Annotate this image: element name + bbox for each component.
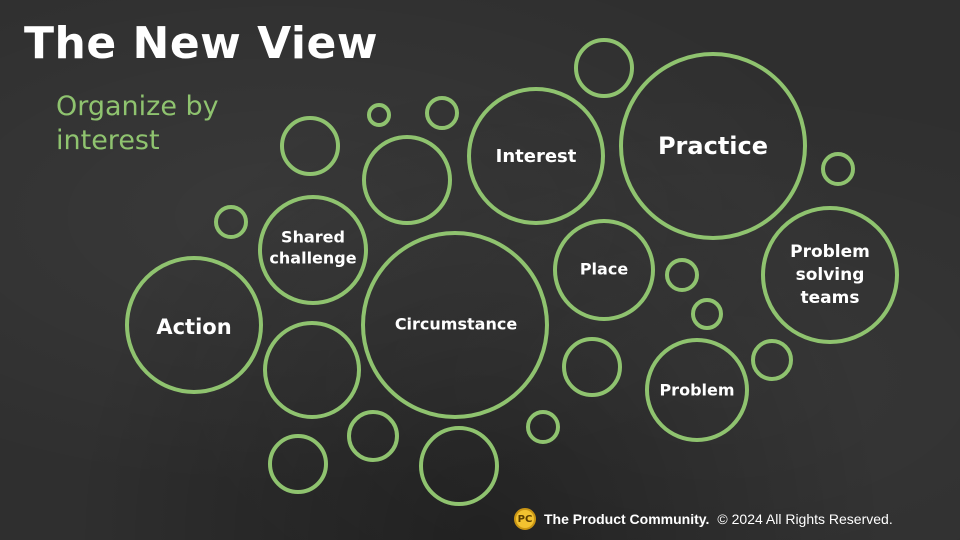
empty-circle <box>751 339 793 381</box>
action-bubble <box>125 256 263 394</box>
slide-title: The New View <box>24 18 378 69</box>
empty-circle <box>691 298 723 330</box>
interest-label: Interest <box>496 146 577 167</box>
problem-bubble <box>645 338 749 442</box>
empty-circle <box>263 321 361 419</box>
problem-solving-label-line1: Problem <box>790 242 870 262</box>
practice-label: Practice <box>658 132 768 160</box>
problem-solving-teams-bubble <box>761 206 899 344</box>
interest-bubble <box>467 87 605 225</box>
footer: PC The Product Community. © 2024 All Rig… <box>514 507 893 531</box>
empty-circle <box>821 152 855 186</box>
shared-challenge-label-line2: challenge <box>269 249 356 268</box>
empty-circle <box>665 258 699 292</box>
footer-brand: The Product Community. <box>544 511 710 527</box>
empty-circle <box>214 205 248 239</box>
place-label: Place <box>580 260 628 279</box>
empty-circle <box>562 337 622 397</box>
empty-circle <box>280 116 340 176</box>
place-bubble <box>553 219 655 321</box>
slide-subtitle: Organize by interest <box>56 91 219 156</box>
problem-solving-label-line3: teams <box>801 288 860 308</box>
circumstance-label: Circumstance <box>395 315 518 334</box>
problem-label: Problem <box>659 381 734 400</box>
footer-rights: © 2024 All Rights Reserved. <box>717 511 893 527</box>
product-community-logo-icon: PC <box>514 508 536 530</box>
circumstance-bubble <box>361 231 549 419</box>
empty-circle <box>419 426 499 506</box>
problem-solving-label-line2: solving <box>796 265 865 285</box>
shared-challenge-bubble <box>258 195 368 305</box>
empty-circle <box>526 410 560 444</box>
empty-circle <box>347 410 399 462</box>
empty-circle <box>425 96 459 130</box>
empty-circle <box>367 103 391 127</box>
shared-challenge-label-line1: Shared <box>281 228 345 247</box>
practice-bubble <box>619 52 807 240</box>
empty-circle <box>268 434 328 494</box>
action-label: Action <box>156 315 231 339</box>
empty-circle <box>362 135 452 225</box>
empty-circle <box>574 38 634 98</box>
